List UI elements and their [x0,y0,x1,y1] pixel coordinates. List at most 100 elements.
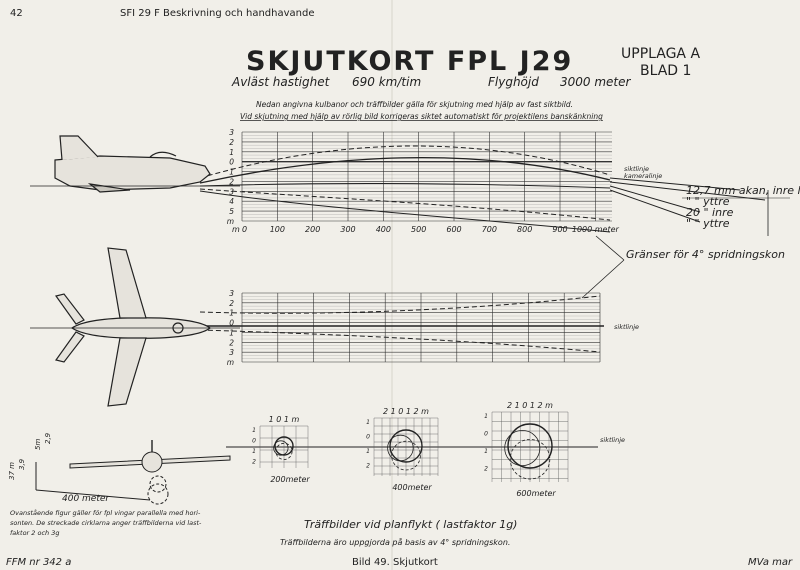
hit-y-tick: 1 [484,448,488,455]
top-y-tick: 3 [229,348,234,357]
side-y-tick: 0 [229,158,234,167]
legend-row3: 20 " inre [686,206,734,219]
side-y-tick: 2 [229,177,234,186]
hit-y-tick: 0 [366,434,370,441]
trajectory-lower-dashed [199,188,611,221]
hit-y-tick: 1 [366,448,370,455]
sightline-label: siktlinje [624,165,649,173]
hit-y-tick: 1 [252,427,256,434]
hit-scale: 1 0 1 m [269,415,300,424]
figure-caption: Bild 49. Skjutkort [352,557,438,568]
side-x-tick: 900 [552,225,567,234]
trajectory-legend: 12,7 mm akan, inre lövning " " yttre 20 … [581,184,800,299]
hit-distance: 600meter [516,489,556,498]
side-y-tick: 4 [229,197,234,206]
document-code: FFM nr 342 a [6,557,71,568]
top-chart-grid [241,292,601,363]
top-trajectory-lower [199,329,601,353]
hit-circle-dashed [391,440,421,471]
hit-y-tick: 2 [252,459,256,466]
top-y-tick: 0 [229,319,234,328]
side-x-tick: 1000 meter [572,225,620,234]
hit-circle-inner [273,440,289,456]
corner-code: MVa mar [748,557,793,568]
hit-y-tick: 1 [366,419,370,426]
edition-line2: BLAD 1 [640,63,691,79]
chart-title: SKJUTKORT FPL J29 [246,46,573,77]
front-dim1: 37 m [8,462,16,480]
legend-row1: 12,7 mm akan, inre lövning [686,184,800,197]
cone-leader-lower [581,259,625,299]
hit-y-tick: 2 [366,463,370,470]
leader-line-2 [609,181,766,201]
hit-pattern-title: Träffbilder vid planflykt ( lastfaktor 1… [304,518,517,531]
hit-scale: 2 1 0 1 2 m [507,401,553,410]
front-distance: 400 meter [62,494,110,504]
top-y-tick: 3 [229,289,234,298]
speed-label: Avläst hastighet [231,75,331,89]
hit-scale: 2 1 0 1 2 m [383,407,429,416]
top-trajectory-upper [199,295,601,314]
cone-leader-upper [595,235,625,261]
hit-circle-dashed [275,442,293,460]
side-y-tick: 5 [229,207,234,216]
aircraft-side-view [30,135,240,193]
leader-line-4 [609,189,701,223]
camera-line-label: kameralinje [624,172,662,180]
trajectory-sight-line [199,157,611,184]
page-number: 42 [10,8,23,19]
top-y-tick: 1 [229,309,234,318]
aircraft-top-view [30,247,240,407]
top-sightline-label: siktlinje [614,323,639,331]
hit-y-tick: 2 [484,466,488,473]
speed-value: 690 km/tim [352,75,421,89]
cone-label: Gränser för 4° spridningskon [626,248,785,261]
hit-circle [507,423,553,469]
side-y-tick: 3 [229,128,234,137]
side-x-tick: 700 [482,225,497,234]
hit-circle [274,436,294,456]
hit-sightline-label: siktlinje [600,436,625,444]
side-x-tick: 800 [517,225,532,234]
side-x-tick: 300 [340,225,355,234]
footnote-line3: faktor 2 och 3g [10,529,60,537]
note-line2: Vid skjutning med hjälp av rörlig bild k… [240,112,603,121]
aircraft-front-view [35,440,231,505]
side-x-tick: 400 [376,225,391,234]
front-dim3: 5m [34,439,42,450]
side-y-tick: m [227,217,234,226]
side-x-tick: 100 [270,225,285,234]
side-x-unit: m [232,225,240,234]
hit-y-tick: 0 [252,438,256,445]
hit-y-tick: 0 [484,431,488,438]
footnote-line1: Ovanstående figur gäller för fpl vingar … [10,508,201,517]
edition-line1: UPPLAGA A [621,46,700,62]
altitude-value: 3000 meter [560,75,632,89]
hit-distance: 200meter [270,475,310,484]
side-y-tick: 1 [229,168,234,177]
top-y-tick: m [227,358,234,367]
hit-pattern-subtitle: Träffbilderna äro uppgjorda på basis av … [280,537,510,547]
hit-circle-dashed [509,439,551,480]
trajectory-camera-line [199,183,611,189]
trajectory-lower-solid [199,190,611,233]
leader-line-3 [609,185,701,213]
top-y-tick: 1 [229,328,234,337]
note-line1: Nedan angivna kulbanor och träffbilder g… [256,100,573,109]
altitude-label: Flyghöjd [488,75,539,89]
hit-y-tick: 1 [484,413,488,420]
hit-y-tick: 1 [252,448,256,455]
side-x-tick: 0 [242,225,247,234]
side-x-tick: 200 [305,225,320,234]
footnote-line2: sonten. De streckade cirklarna anger trä… [10,519,202,527]
hit-pattern-3: 2 1 0 1 2 m 600meter 1 0 1 2 [484,401,569,498]
front-dim4: 2,9 [44,432,52,444]
legend-row4: " " yttre [686,217,730,230]
